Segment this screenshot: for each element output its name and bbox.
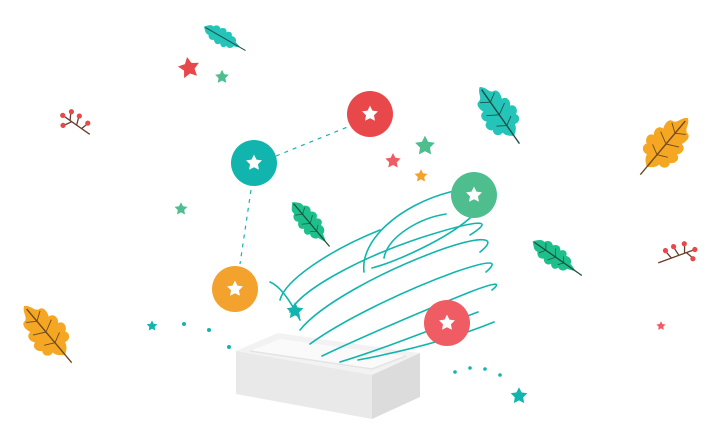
star-icon (146, 320, 158, 331)
star-icon (415, 135, 435, 155)
star-icon (414, 169, 428, 182)
star-icon (176, 55, 202, 79)
star-icon (385, 153, 401, 168)
teal-leaf-icon (199, 18, 246, 56)
teal-leaf-icon (465, 76, 529, 147)
berry-branch-icon (657, 241, 698, 264)
green-leaf-icon (283, 195, 335, 249)
green-star-badge (451, 172, 497, 218)
star-icon (286, 302, 304, 319)
green-leaf-icon (526, 232, 583, 280)
teal-star-badge (231, 140, 277, 186)
empty-box-icon (236, 333, 420, 419)
autumn-leaf-icon (9, 293, 80, 368)
autumn-leaf-icon (632, 105, 703, 180)
orange-star-badge (212, 266, 258, 312)
coral-star-badge (424, 300, 470, 346)
star-icon (510, 387, 528, 404)
dot-trail (182, 322, 502, 377)
berry-branch-icon (60, 109, 91, 135)
star-icon (215, 69, 229, 83)
connector-lines (239, 125, 351, 265)
star-icon (656, 321, 666, 330)
red-star-badge (347, 91, 393, 137)
star-icon (174, 202, 188, 215)
